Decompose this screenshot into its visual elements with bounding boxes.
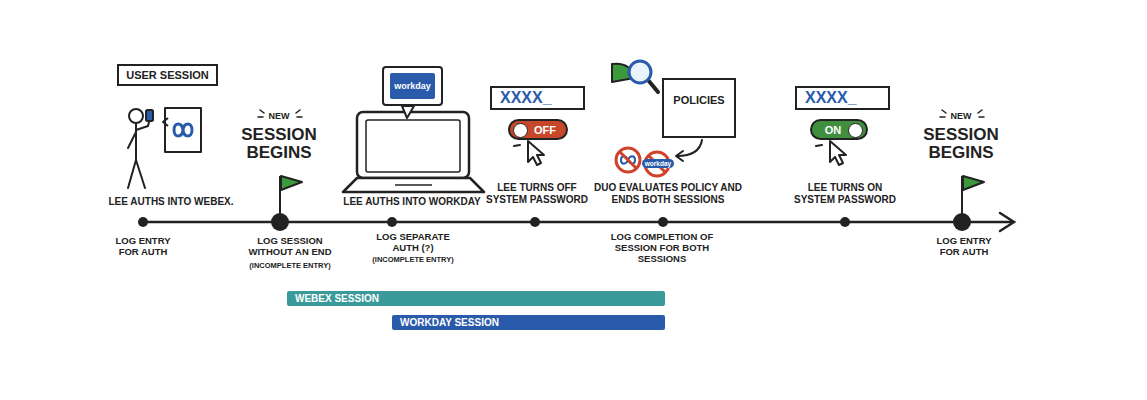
toggle-knob bbox=[848, 123, 863, 138]
mouse-cursor bbox=[528, 141, 544, 165]
mouse-cursor bbox=[830, 141, 846, 165]
curved-arrow bbox=[676, 140, 702, 161]
magnifier bbox=[629, 61, 651, 83]
toggle-off: OFF bbox=[508, 119, 568, 140]
policies-window: POLICIES bbox=[662, 78, 736, 138]
timeline-dot bbox=[138, 217, 148, 227]
laptop bbox=[395, 184, 432, 186]
sparkle-lines bbox=[297, 116, 302, 118]
title-box: USER SESSION bbox=[117, 64, 218, 86]
sparkle-lines bbox=[979, 116, 984, 118]
log-note: LOG COMPLETION OF SESSION FOR BOTH SESSI… bbox=[606, 232, 718, 265]
laptop bbox=[366, 120, 460, 172]
timeline bbox=[140, 221, 1012, 224]
toggle-knob bbox=[513, 123, 528, 138]
sparkle-lines bbox=[258, 116, 263, 118]
step-caption: LEE TURNS OFF SYSTEM PASSWORD bbox=[478, 182, 596, 205]
timeline-dot bbox=[530, 217, 540, 227]
new-tag: NEW bbox=[259, 111, 299, 121]
step-caption: LEE TURNS ON SYSTEM PASSWORD bbox=[786, 182, 904, 205]
webex-card bbox=[163, 108, 201, 152]
timeline-dot bbox=[953, 213, 971, 231]
person-figure bbox=[135, 123, 137, 160]
person-figure bbox=[129, 109, 143, 123]
sparkle-lines bbox=[978, 110, 982, 113]
speech-bubble-tail bbox=[402, 106, 414, 118]
speech-bubble-tail bbox=[402, 106, 414, 118]
webex-session-band: WEBEX SESSION bbox=[287, 291, 665, 306]
webex-session-band-text: WEBEX SESSION bbox=[295, 293, 379, 304]
session-begins-heading: SESSION BEGINS bbox=[915, 126, 1007, 162]
toggle-on: ON bbox=[810, 119, 868, 140]
blocked-icon bbox=[616, 148, 640, 172]
speech-bubble: workday bbox=[382, 66, 443, 106]
step-caption: LEE AUTHS INTO WORKDAY bbox=[327, 196, 497, 208]
workday-session-band-text: WORKDAY SESSION bbox=[400, 317, 499, 328]
toggle-off-text: OFF bbox=[534, 124, 556, 136]
start-flag bbox=[281, 176, 302, 190]
workday-session-band: WORKDAY SESSION bbox=[392, 315, 665, 330]
timeline-dot bbox=[387, 217, 397, 227]
log-note: LOG SEPARATE AUTH (?) bbox=[374, 232, 452, 254]
password-field: XXXX_ bbox=[490, 86, 585, 110]
step-caption: LEE AUTHS INTO WEBEX. bbox=[106, 196, 236, 208]
session-begins-heading: SESSION BEGINS bbox=[233, 126, 325, 162]
timeline-dot bbox=[271, 213, 289, 231]
password-field-text: XXXX_ bbox=[500, 89, 552, 107]
start-flag bbox=[280, 176, 984, 214]
curved-arrow bbox=[676, 151, 683, 161]
mouse-cursor bbox=[816, 145, 822, 146]
laptop bbox=[357, 112, 469, 178]
log-note: LOG SESSION WITHOUT AN END bbox=[240, 236, 340, 258]
webex-card bbox=[165, 108, 201, 152]
log-subnote: (INCOMPLETE ENTRY) bbox=[235, 262, 345, 271]
person-figure bbox=[128, 109, 153, 188]
timeline-dot bbox=[138, 213, 971, 231]
blocked-icon bbox=[620, 152, 636, 168]
title-box-text: USER SESSION bbox=[126, 69, 209, 81]
password-field: XXXX_ bbox=[795, 86, 890, 110]
log-subnote: (INCOMPLETE ENTRY) bbox=[363, 256, 463, 265]
logo-text: workday bbox=[642, 159, 674, 168]
timeline-dot bbox=[658, 217, 668, 227]
person-figure bbox=[128, 160, 145, 188]
timeline-dot bbox=[840, 217, 850, 227]
speech-bubble-text: workday bbox=[390, 73, 435, 99]
start-flag bbox=[963, 176, 984, 190]
person-figure bbox=[146, 110, 153, 121]
sparkle-lines bbox=[260, 110, 264, 113]
person-figure bbox=[128, 132, 136, 148]
magnifier bbox=[648, 80, 658, 92]
sparkle-lines bbox=[296, 110, 300, 113]
policies-window-text: POLICIES bbox=[673, 94, 724, 106]
timeline bbox=[1000, 213, 1014, 231]
magnifier bbox=[629, 61, 658, 92]
timeline bbox=[140, 213, 1014, 231]
password-field-text: XXXX_ bbox=[805, 89, 857, 107]
webex-card bbox=[163, 118, 168, 126]
sparkle-lines bbox=[940, 116, 945, 118]
log-note: LOG ENTRY FOR AUTH bbox=[110, 236, 176, 258]
webex-card bbox=[174, 124, 192, 136]
laptop bbox=[343, 178, 484, 192]
mouse-cursor bbox=[514, 145, 520, 146]
step-caption: DUO EVALUATES POLICY AND ENDS BOTH SESSI… bbox=[586, 182, 751, 205]
new-tag: NEW bbox=[941, 111, 981, 121]
sparkle-lines bbox=[942, 110, 946, 113]
log-note: LOG ENTRY FOR AUTH bbox=[931, 236, 997, 258]
laptop bbox=[343, 112, 484, 192]
toggle-on-text: ON bbox=[825, 124, 842, 136]
